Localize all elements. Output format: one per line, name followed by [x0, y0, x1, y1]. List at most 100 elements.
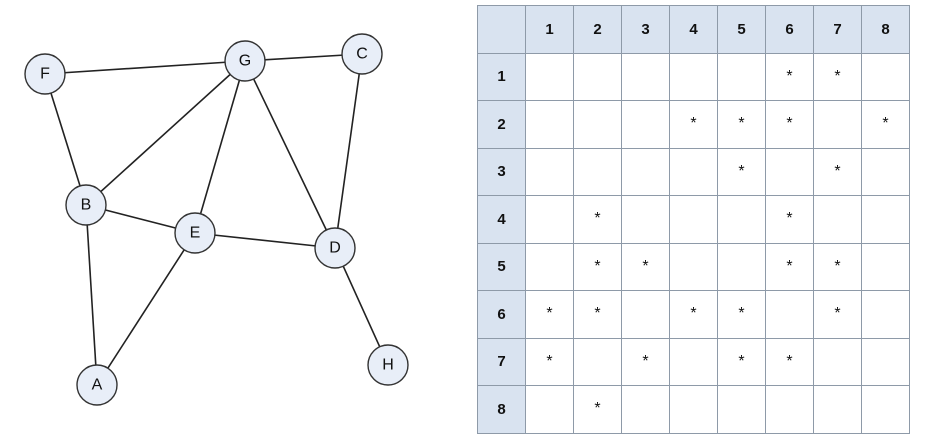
edge-g-d [244, 60, 336, 249]
node-label: B [81, 197, 92, 214]
matrix-cell: * [621, 337, 670, 386]
matrix-corner-cell [477, 5, 526, 54]
node-a: A [76, 364, 118, 406]
matrix-cell: * [717, 147, 766, 196]
node-label: H [382, 357, 394, 374]
matrix-cell [525, 385, 574, 434]
matrix-cell [525, 147, 574, 196]
node-b: B [65, 184, 107, 226]
edge-e-d [194, 232, 336, 249]
node-label: F [40, 66, 50, 83]
edge-g-b [85, 60, 246, 206]
matrix-cell: * [861, 100, 910, 149]
node-label: G [239, 53, 251, 70]
matrix-cell [813, 100, 862, 149]
row-header: 1 [477, 52, 526, 101]
matrix-cell: * [813, 52, 862, 101]
node-circle [65, 184, 107, 226]
matrix-cell [861, 147, 910, 196]
matrix-cell [525, 242, 574, 291]
matrix-cell [861, 195, 910, 244]
matrix-cell: * [669, 100, 718, 149]
matrix-cell [717, 195, 766, 244]
column-header: 1 [525, 5, 574, 54]
node-label: E [190, 225, 201, 242]
matrix-cell: * [765, 242, 814, 291]
matrix-cell [813, 337, 862, 386]
row-header: 3 [477, 147, 526, 196]
matrix-cell: * [717, 337, 766, 386]
matrix-cell [717, 242, 766, 291]
node-circle [224, 40, 266, 82]
matrix-cell: * [813, 290, 862, 339]
matrix-body: 1**2****3**4**5****6*****7****8* [477, 52, 910, 434]
matrix-cell [621, 100, 670, 149]
row-header: 5 [477, 242, 526, 291]
matrix-cell: * [573, 385, 622, 434]
matrix-cell [717, 52, 766, 101]
column-header: 4 [669, 5, 718, 54]
matrix-cell [861, 337, 910, 386]
edge-d-h [334, 247, 389, 366]
matrix-cell [573, 337, 622, 386]
node-c: C [341, 33, 383, 75]
matrix-row: 8* [477, 385, 910, 434]
column-header: 8 [861, 5, 910, 54]
matrix-cell: * [765, 52, 814, 101]
matrix-cell: * [573, 290, 622, 339]
matrix-cell [669, 385, 718, 434]
column-header: 7 [813, 5, 862, 54]
matrix-cell: * [765, 195, 814, 244]
node-d: D [314, 227, 356, 269]
row-header: 6 [477, 290, 526, 339]
matrix-cell: * [765, 100, 814, 149]
matrix-cell: * [813, 242, 862, 291]
edge-g-e [194, 60, 246, 234]
matrix-cell: * [621, 242, 670, 291]
row-header: 2 [477, 100, 526, 149]
node-g: G [224, 40, 266, 82]
matrix-cell [861, 242, 910, 291]
matrix-row: 2**** [477, 100, 910, 149]
graph-diagram: F G C B E D A H [24, 33, 409, 406]
edge-f-g [44, 60, 246, 75]
node-f: F [24, 53, 66, 95]
matrix-cell [765, 147, 814, 196]
matrix-cell [525, 52, 574, 101]
matrix-cell: * [813, 147, 862, 196]
matrix-cell: * [717, 100, 766, 149]
matrix-cell: * [573, 195, 622, 244]
matrix-cell [813, 195, 862, 244]
node-circle [341, 33, 383, 75]
node-circle [174, 212, 216, 254]
matrix-cell: * [717, 290, 766, 339]
matrix-cell [669, 147, 718, 196]
matrix-cell [861, 52, 910, 101]
matrix-cell [765, 385, 814, 434]
node-label: A [92, 377, 103, 394]
node-circle [367, 344, 409, 386]
matrix-cell [621, 147, 670, 196]
matrix-cell [621, 52, 670, 101]
matrix-cell [861, 290, 910, 339]
matrix-cell [573, 52, 622, 101]
matrix-cell: * [573, 242, 622, 291]
row-header: 8 [477, 385, 526, 434]
matrix-row: 1 ** [477, 52, 910, 101]
row-header: 4 [477, 195, 526, 244]
column-header: 5 [717, 5, 766, 54]
node-h: H [367, 344, 409, 386]
matrix-row: 3 * * [477, 147, 910, 196]
row-header: 7 [477, 337, 526, 386]
matrix-cell: * [765, 337, 814, 386]
node-circle [314, 227, 356, 269]
matrix-cell [573, 147, 622, 196]
node-label: D [329, 240, 341, 257]
graph-nodes: F G C B E D A H [24, 33, 409, 406]
matrix-cell [669, 195, 718, 244]
edge-c-d [334, 53, 363, 249]
node-circle [24, 53, 66, 95]
matrix-cell [621, 195, 670, 244]
